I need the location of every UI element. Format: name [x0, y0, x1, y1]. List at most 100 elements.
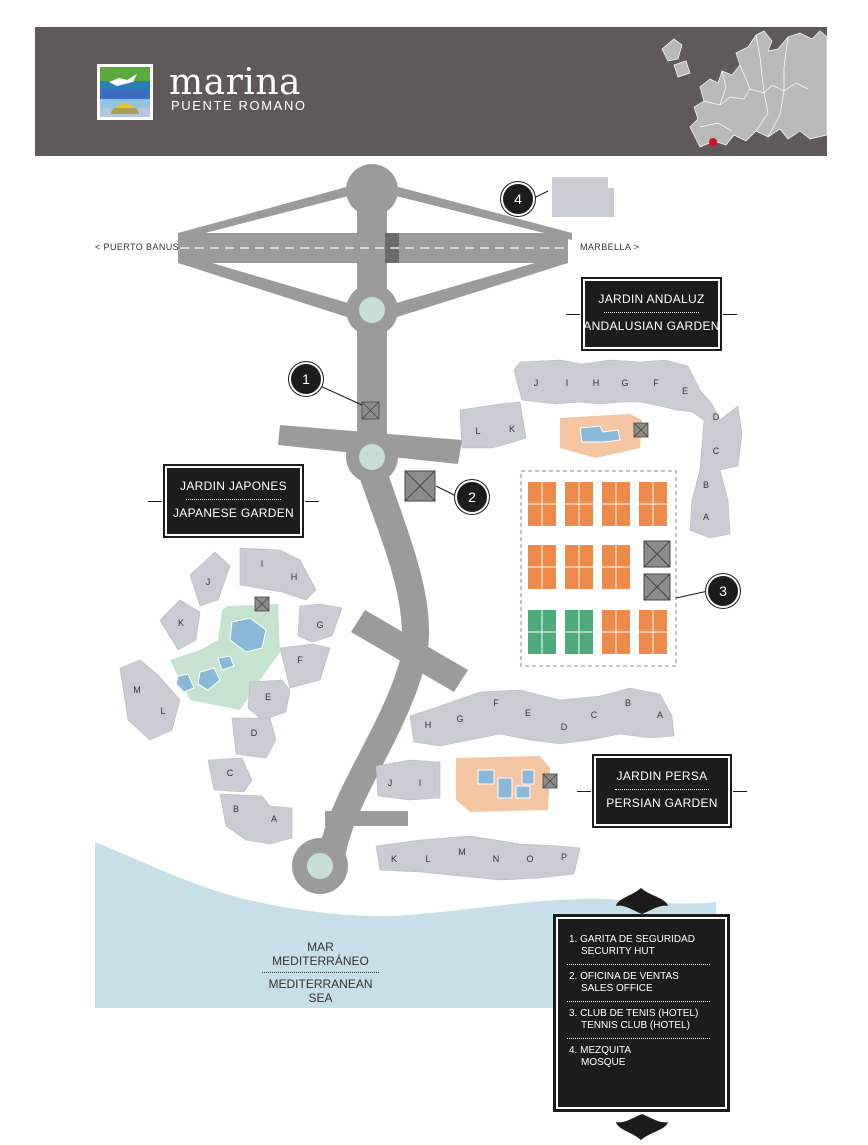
persian-es: JARDIN PERSA — [616, 769, 708, 783]
japanese-buildings — [119, 547, 343, 845]
svg-text:B: B — [625, 698, 631, 708]
divider — [615, 789, 709, 790]
japanese-en: JAPANESE GARDEN — [173, 506, 294, 520]
marker-1[interactable]: 1 — [291, 364, 321, 394]
svg-text:A: A — [271, 814, 277, 824]
legend-ornaments — [616, 888, 668, 1140]
legend-en: SECURITY HUT — [581, 946, 655, 957]
andalusian-es: JARDIN ANDALUZ — [598, 292, 705, 306]
roads — [178, 164, 572, 894]
persian-buildings — [375, 687, 675, 881]
arrow-right-icon — [733, 791, 747, 792]
arrow-left-icon — [566, 314, 580, 315]
svg-text:H: H — [425, 720, 432, 730]
svg-text:J: J — [206, 577, 211, 587]
security-hut-box — [361, 401, 380, 420]
marker-4[interactable]: 4 — [503, 184, 533, 214]
svg-text:G: G — [456, 714, 463, 724]
europe-map — [660, 27, 828, 156]
marker-2[interactable]: 2 — [457, 482, 487, 512]
svg-text:I: I — [261, 559, 264, 569]
japanese-letters: J I H K G F M L E D C B A — [133, 559, 323, 824]
arrow-left-icon — [148, 501, 162, 502]
legend-item-tennis: 3. CLUB DE TENIS (HOTEL) TENNIS CLUB (HO… — [553, 1008, 730, 1032]
svg-text:I: I — [566, 378, 569, 388]
svg-text:D: D — [713, 412, 720, 422]
sea-es: MAR MEDITERRÁNEO — [272, 940, 369, 968]
road-label-west: < PUERTO BANUS — [95, 242, 180, 252]
svg-text:K: K — [178, 618, 184, 628]
svg-text:G: G — [621, 378, 628, 388]
svg-text:L: L — [425, 854, 430, 864]
andalusian-garden-label: JARDIN ANDALUZ ANDALUSIAN GARDEN — [566, 277, 737, 351]
japanese-es: JARDIN JAPONES — [180, 479, 287, 493]
sea-en: MEDITERRANEAN SEA — [268, 977, 373, 1005]
sea-label: MAR MEDITERRÁNEO MEDITERRANEAN SEA — [258, 940, 383, 1005]
svg-text:B: B — [703, 480, 709, 490]
legend-en: MOSQUE — [581, 1057, 626, 1068]
persian-en: PERSIAN GARDEN — [606, 796, 718, 810]
legend-es: 2. OFICINA DE VENTAS — [569, 971, 679, 982]
marker-connectors — [317, 190, 709, 599]
marker-3[interactable]: 3 — [708, 576, 738, 606]
tennis-courts — [528, 482, 667, 654]
sales-office-box — [404, 470, 436, 502]
svg-text:N: N — [493, 854, 500, 864]
andalusian-letters: J I H G F E D C B A L K — [475, 378, 719, 522]
svg-text:L: L — [160, 706, 165, 716]
andalusian-buildings — [459, 359, 743, 539]
arrow-left-icon — [577, 791, 591, 792]
marina-logo — [97, 64, 153, 120]
roundabouts — [307, 297, 385, 879]
svg-text:B: B — [233, 804, 239, 814]
svg-text:J: J — [534, 378, 539, 388]
svg-text:E: E — [525, 708, 531, 718]
tennis-club-boxes — [643, 540, 671, 601]
svg-text:A: A — [703, 512, 709, 522]
japanese-pools — [175, 617, 267, 693]
japanese-garden-label: JARDIN JAPONES JAPANESE GARDEN — [148, 464, 319, 538]
svg-text:K: K — [509, 424, 515, 434]
road-label-east: MARBELLA > — [580, 242, 640, 252]
header-banner: marina PUENTE ROMANO — [35, 27, 828, 156]
svg-text:E: E — [265, 692, 271, 702]
svg-text:G: G — [316, 620, 323, 630]
svg-text:D: D — [561, 722, 568, 732]
svg-text:O: O — [526, 854, 533, 864]
persian-garden-label: JARDIN PERSA PERSIAN GARDEN — [577, 754, 747, 828]
andalusian-en: ANDALUSIAN GARDEN — [583, 319, 720, 333]
svg-text:P: P — [561, 852, 567, 862]
legend-es: 1. GARITA DE SEGURIDAD — [569, 934, 695, 945]
divider — [186, 499, 281, 500]
divider — [567, 1038, 710, 1039]
legend-es: 4. MEZQUITA — [569, 1045, 632, 1056]
svg-text:E: E — [682, 386, 688, 396]
beach-letters: K L M N O P — [391, 847, 567, 864]
svg-text:C: C — [713, 446, 720, 456]
legend-item-sales: 2. OFICINA DE VENTAS SALES OFFICE — [553, 971, 730, 995]
legend-box: 1. GARITA DE SEGURIDAD SECURITY HUT 2. O… — [553, 914, 730, 1112]
legend-en: TENNIS CLUB (HOTEL) — [581, 1020, 690, 1031]
divider — [567, 1001, 710, 1002]
svg-text:L: L — [475, 426, 480, 436]
persian-pools — [477, 769, 535, 799]
arrow-right-icon — [723, 314, 737, 315]
svg-text:C: C — [591, 710, 598, 720]
arrow-right-icon — [305, 501, 319, 502]
svg-text:M: M — [458, 847, 466, 857]
svg-text:M: M — [133, 685, 141, 695]
divider — [604, 312, 699, 313]
svg-text:J: J — [388, 778, 393, 788]
svg-text:C: C — [227, 768, 234, 778]
brand-name: marina — [169, 62, 301, 103]
legend-en: SALES OFFICE — [581, 983, 653, 994]
svg-text:A: A — [657, 710, 663, 720]
legend-es: 3. CLUB DE TENIS (HOTEL) — [569, 1008, 699, 1019]
brand-subtitle: PUENTE ROMANO — [171, 98, 307, 113]
svg-text:I: I — [419, 778, 422, 788]
location-marker — [709, 138, 717, 146]
svg-text:H: H — [593, 378, 600, 388]
svg-text:F: F — [653, 378, 659, 388]
mosque-building — [552, 177, 614, 217]
